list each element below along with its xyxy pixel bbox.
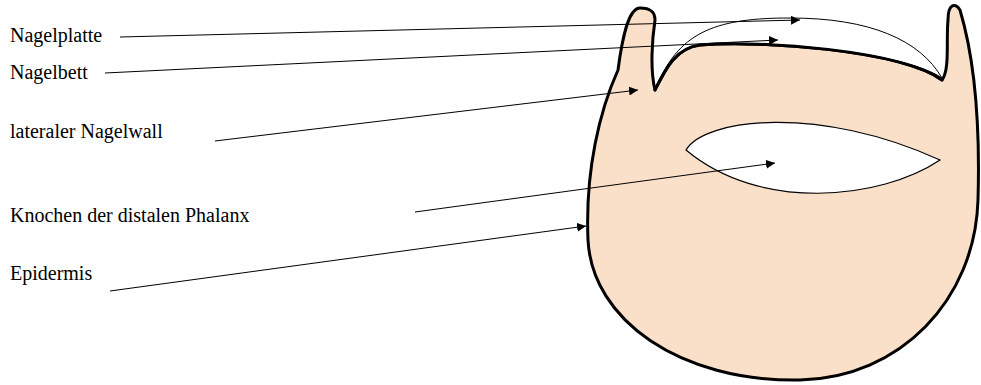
leader-line	[105, 40, 778, 73]
leader-line	[120, 20, 800, 37]
part-label: Knochen der distalen Phalanx	[10, 203, 249, 227]
leader-line	[110, 226, 586, 291]
part-label: Epidermis	[10, 261, 92, 285]
part-label: Nagelbett	[10, 60, 88, 84]
leader-line	[215, 90, 638, 141]
fingertip-outline	[588, 5, 979, 380]
leader-line	[415, 163, 775, 212]
nail-plate	[658, 18, 942, 84]
part-label: lateraler Nagelwall	[10, 119, 163, 143]
part-label: Nagelplatte	[10, 23, 102, 47]
nail-bed-line	[655, 44, 942, 90]
bone-outline	[686, 122, 940, 193]
